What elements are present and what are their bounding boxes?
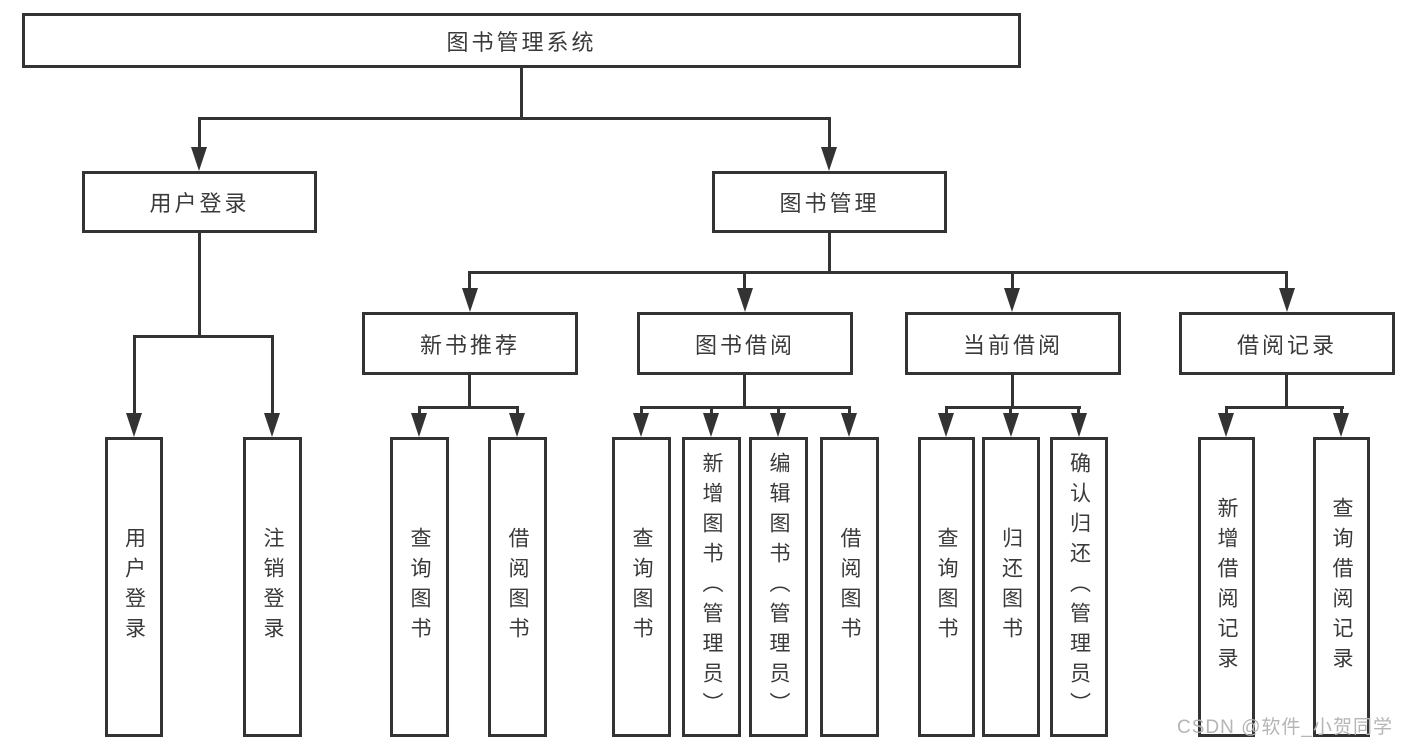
arrowhead-down-icon — [841, 413, 857, 437]
leaf-borrow-books-borrow: 借阅图书 — [820, 437, 879, 737]
arrowhead-down-icon — [264, 413, 280, 437]
connector-line — [468, 271, 471, 289]
connector-line — [777, 406, 780, 415]
connector-line — [640, 406, 851, 409]
leaf-borrow-books-borrow-label: 借阅图书 — [838, 527, 861, 647]
connector-line — [418, 406, 421, 415]
connector-line — [468, 375, 471, 409]
leaf-edit-book-admin: 编辑图书（管理员） — [749, 437, 808, 737]
connector-line — [945, 406, 1081, 409]
node-book-management-label: 图书管理 — [779, 191, 880, 216]
leaf-query-books-current: 查询图书 — [918, 437, 975, 737]
leaf-query-books-borrow-label: 查询图书 — [630, 527, 653, 647]
connector-line — [468, 271, 1288, 274]
leaf-query-books-borrow: 查询图书 — [612, 437, 671, 737]
node-book-borrow-label: 图书借阅 — [694, 332, 795, 358]
arrowhead-down-icon — [938, 413, 954, 437]
leaf-logout-label: 注销登录 — [261, 527, 284, 647]
arrowhead-down-icon — [1333, 413, 1349, 437]
arrowhead-down-icon — [821, 147, 837, 171]
leaf-query-borrow-record-label: 查询借阅记录 — [1330, 497, 1353, 677]
node-current-borrow-label: 当前借阅 — [962, 332, 1063, 358]
connector-line — [710, 406, 713, 415]
connector-line — [133, 335, 136, 414]
connector-line — [418, 406, 519, 409]
leaf-add-book-admin-label: 新增图书（管理员） — [700, 452, 723, 722]
connector-line — [1225, 406, 1344, 409]
connector-line — [198, 117, 831, 120]
node-book-management: 图书管理 — [712, 171, 947, 233]
connector-line — [198, 233, 201, 337]
leaf-logout: 注销登录 — [243, 437, 302, 737]
node-book-borrow: 图书借阅 — [637, 312, 853, 375]
connector-line — [848, 406, 851, 415]
arrowhead-down-icon — [1071, 413, 1087, 437]
arrowhead-down-icon — [509, 413, 525, 437]
node-root: 图书管理系统 — [22, 13, 1021, 68]
arrowhead-down-icon — [703, 413, 719, 437]
connector-line — [743, 271, 746, 289]
leaf-add-borrow-record: 新增借阅记录 — [1198, 437, 1255, 737]
leaf-user-login: 用户登录 — [105, 437, 163, 737]
node-new-book-recommend-label: 新书推荐 — [419, 332, 520, 358]
node-root-label: 图书管理系统 — [446, 29, 597, 55]
connector-line — [1285, 271, 1288, 289]
node-current-borrow: 当前借阅 — [905, 312, 1121, 375]
leaf-return-book: 归还图书 — [982, 437, 1040, 737]
leaf-add-borrow-record-label: 新增借阅记录 — [1215, 497, 1238, 677]
connector-line — [828, 117, 831, 148]
connector-line — [516, 406, 519, 415]
arrowhead-down-icon — [1003, 413, 1019, 437]
watermark: CSDN @软件_小贺同学 — [1177, 717, 1393, 738]
connector-line — [1285, 375, 1288, 409]
arrowhead-down-icon — [1279, 288, 1295, 312]
connector-line — [828, 233, 831, 274]
arrowhead-down-icon — [411, 413, 427, 437]
leaf-confirm-return-admin-label: 确认归还（管理员） — [1067, 452, 1091, 722]
connector-line — [520, 68, 523, 117]
node-user-login-label: 用户登录 — [149, 191, 250, 216]
leaf-confirm-return-admin: 确认归还（管理员） — [1050, 437, 1108, 737]
connector-line — [133, 335, 274, 338]
connector-line — [198, 117, 201, 148]
arrowhead-down-icon — [633, 413, 649, 437]
leaf-borrow-books-recommend-label: 借阅图书 — [506, 527, 529, 647]
connector-line — [640, 406, 643, 415]
leaf-query-books-current-label: 查询图书 — [935, 527, 958, 647]
node-user-login: 用户登录 — [82, 171, 317, 233]
connector-line — [1225, 406, 1228, 415]
arrowhead-down-icon — [126, 413, 142, 437]
node-new-book-recommend: 新书推荐 — [362, 312, 578, 375]
connector-line — [1340, 406, 1343, 415]
arrowhead-down-icon — [1004, 288, 1020, 312]
arrowhead-down-icon — [737, 288, 753, 312]
arrowhead-down-icon — [1218, 413, 1234, 437]
arrowhead-down-icon — [462, 288, 478, 312]
connector-line — [743, 375, 746, 409]
arrowhead-down-icon — [191, 147, 207, 171]
connector-line — [1009, 406, 1012, 415]
leaf-add-book-admin: 新增图书（管理员） — [682, 437, 741, 737]
connector-line — [1077, 406, 1080, 415]
leaf-user-login-label: 用户登录 — [122, 527, 146, 647]
leaf-query-books-recommend: 查询图书 — [390, 437, 449, 737]
connector-line — [1011, 375, 1014, 409]
leaf-edit-book-admin-label: 编辑图书（管理员） — [767, 452, 790, 722]
connector-line — [1011, 271, 1014, 289]
leaf-query-borrow-record: 查询借阅记录 — [1313, 437, 1370, 737]
leaf-borrow-books-recommend: 借阅图书 — [488, 437, 547, 737]
connector-line — [271, 335, 274, 414]
arrowhead-down-icon — [770, 413, 786, 437]
node-borrow-records-label: 借阅记录 — [1236, 332, 1337, 358]
leaf-query-books-recommend-label: 查询图书 — [408, 527, 431, 647]
node-borrow-records: 借阅记录 — [1179, 312, 1395, 375]
connector-line — [945, 406, 948, 415]
leaf-return-book-label: 归还图书 — [999, 527, 1023, 647]
